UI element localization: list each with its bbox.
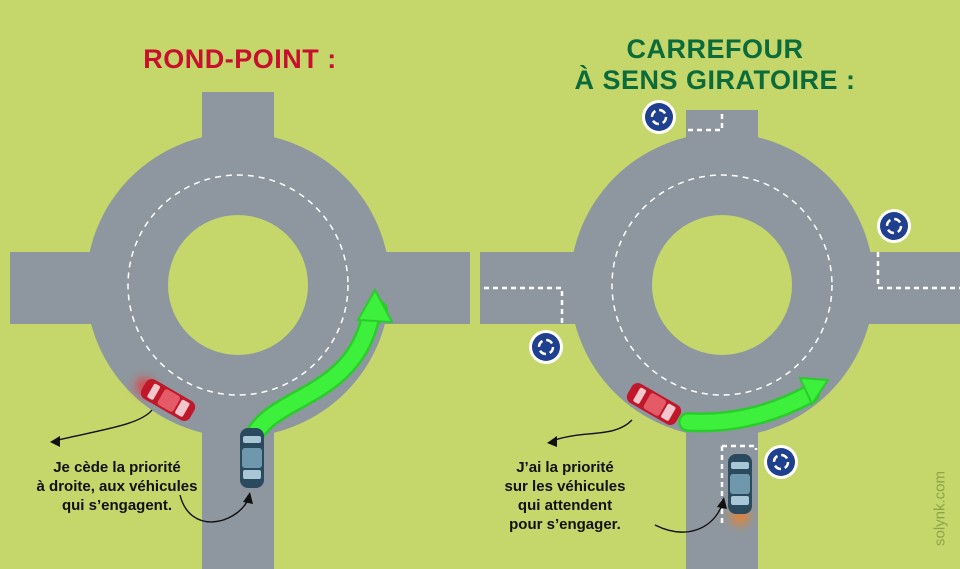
red-car-right [626, 383, 682, 425]
pointer-blue-car-left [179, 494, 249, 523]
watermark-text: solynk.com [931, 470, 949, 547]
central-island-right [652, 215, 792, 355]
yield-line-south [720, 444, 758, 525]
caption-right-line: pour s’engager. [509, 516, 621, 533]
green-arrow-body [244, 312, 378, 448]
title-carrefour-line2: À SENS GIRATOIRE : [574, 65, 856, 95]
roundabout-sign-icon [764, 445, 798, 479]
pointer-red-car-right [554, 419, 633, 441]
pointer-head-blue-right [717, 497, 727, 509]
pointer-head-red-right [547, 436, 557, 447]
right-roundabout [480, 110, 960, 569]
roundabout-sign-icon [642, 100, 676, 134]
caption-right-line: J’ai la priorité [516, 459, 614, 476]
red-car-left [135, 378, 196, 421]
pointer-blue-car-right [654, 504, 723, 533]
caption-right-line: qui attendent [517, 497, 613, 514]
title-carrefour-line1: CARREFOUR [626, 34, 804, 64]
left-roundabout [10, 92, 470, 569]
pointer-head-blue-left [243, 492, 253, 504]
caption-left: Je cède la priorité à droite, aux véhicu… [22, 458, 212, 515]
ring-lane-marking-right [611, 174, 833, 396]
caption-right: J’ai la priorité sur les véhicules qui a… [470, 458, 660, 534]
blue-car-right [728, 454, 752, 525]
pointer-head-red-left [50, 436, 60, 447]
yield-line-north [688, 110, 724, 132]
title-rond-point: ROND-POINT : [143, 44, 337, 74]
yield-line-east [876, 252, 960, 290]
green-arrow-body-right [680, 386, 818, 430]
green-arrow-head-right [798, 376, 830, 407]
ring-lane-marking-left [127, 174, 349, 396]
caption-left-line: à droite, aux véhicules [36, 478, 198, 495]
caption-left-line: qui s’engagent. [61, 497, 172, 514]
watermark: solynk.com [930, 460, 950, 560]
green-arrow-head [356, 287, 394, 324]
title-carrefour: CARREFOUR À SENS GIRATOIRE : [540, 34, 890, 96]
caption-left-line: Je cède la priorité [53, 459, 181, 476]
yield-line-west [484, 286, 564, 324]
roundabout-sign-icon [877, 209, 911, 243]
central-island-left [168, 215, 308, 355]
pointer-red-car-left [57, 409, 153, 441]
roundabout-sign-icon [529, 330, 563, 364]
caption-right-line: sur les véhicules [504, 478, 626, 495]
blue-car-left [240, 428, 264, 488]
